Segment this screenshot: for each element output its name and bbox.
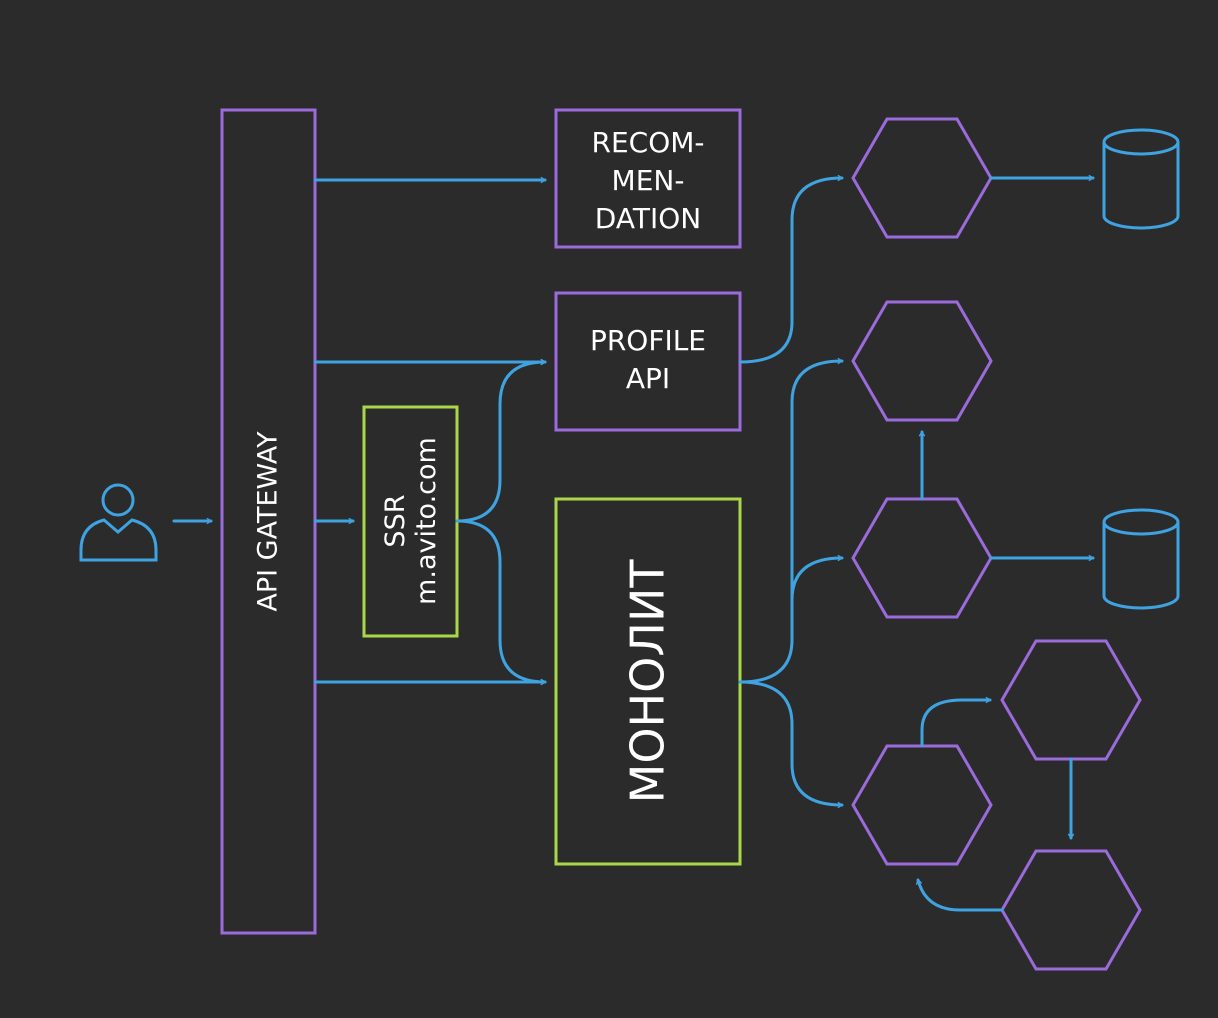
- user-icon: [79, 483, 158, 562]
- connector-monolith-hex2: [738, 357, 844, 684]
- microservice-hexagon-1: [851, 117, 993, 239]
- microservice-hexagon-3: [851, 497, 993, 619]
- connector-monolith-hex4: [738, 680, 844, 809]
- microservice-hexagon-5: [1000, 639, 1142, 761]
- api-gateway-box: [220, 108, 317, 935]
- microservice-hexagon-4: [851, 744, 993, 866]
- connector-monolith-hex3: [790, 554, 844, 602]
- profile-api-box: [554, 291, 742, 432]
- microservice-hexagon-2: [851, 300, 993, 422]
- ssr-box: [362, 405, 459, 638]
- monolith-box: [554, 497, 742, 866]
- database-icon: [1102, 508, 1180, 610]
- connector-hex4-hex5: [920, 696, 992, 748]
- connector-ssr-profile: [455, 358, 547, 523]
- database-icon: [1102, 128, 1180, 230]
- connector-hex6-hex4: [915, 878, 1004, 912]
- microservice-hexagon-6: [1000, 849, 1142, 971]
- connector-profile-hex1: [738, 174, 844, 364]
- connector-ssr-monolith: [455, 519, 547, 686]
- recommendation-box: [554, 108, 742, 249]
